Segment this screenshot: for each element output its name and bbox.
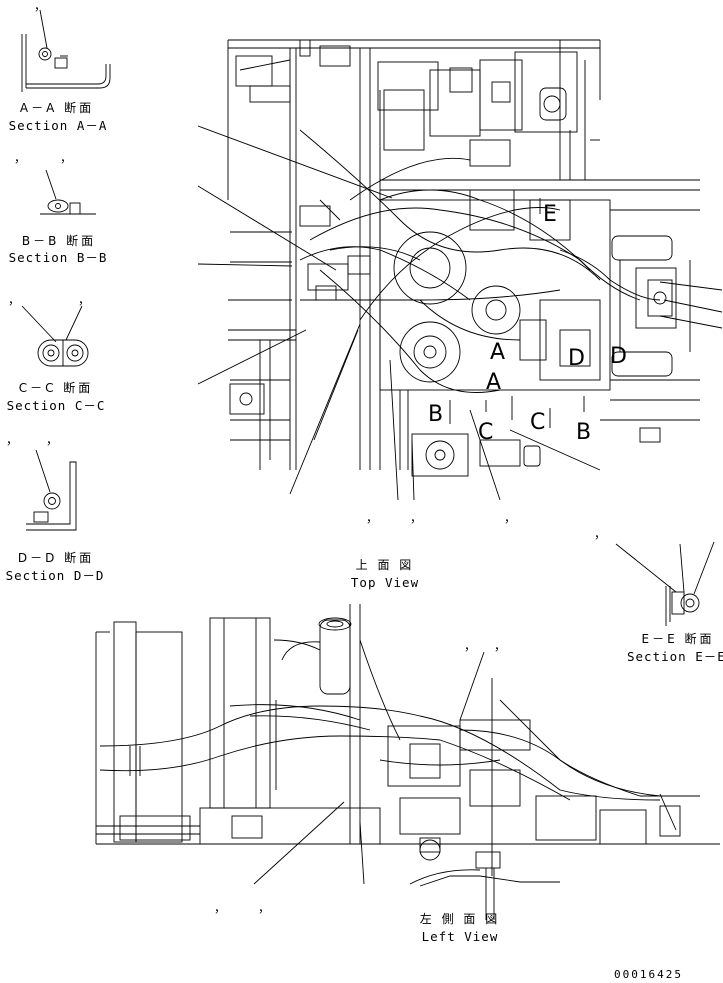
- leader-comma: ，: [366, 511, 379, 525]
- callout-letter-d-center: D: [568, 346, 585, 371]
- leader-comma: ，: [258, 901, 271, 915]
- left-view-drawing: [95, 604, 720, 920]
- section-a-a-title-jp: A－A 断面: [19, 101, 95, 115]
- section-c-c-detail: [21, 305, 89, 367]
- leader-comma: ，: [464, 639, 477, 653]
- leader-comma: ，: [6, 433, 19, 447]
- drawing-part-number: 00016425: [614, 968, 683, 981]
- section-a-a-detail: [21, 9, 111, 92]
- leader-comma: ，: [504, 511, 517, 525]
- left-view-title-en: Left View: [421, 929, 499, 944]
- section-d-d-detail: [26, 449, 77, 531]
- leader-comma: ，: [78, 293, 91, 307]
- leader-comma: ，: [46, 433, 59, 447]
- section-e-e-title-jp: E－E 断面: [641, 632, 715, 646]
- section-d-d-title-en: Section D－D: [5, 568, 105, 583]
- top-view-drawing: [197, 39, 723, 501]
- callout-letter-e: E: [543, 202, 557, 227]
- leader-comma: ，: [60, 151, 73, 165]
- section-c-c-title-jp: C－C 断面: [18, 381, 94, 395]
- leader-comma: ，: [214, 901, 227, 915]
- top-view-title-en: Top View: [350, 575, 420, 590]
- section-b-b-detail: [40, 169, 96, 215]
- leader-comma: ，: [34, 0, 47, 13]
- callout-letter-d-right: D: [610, 344, 627, 369]
- leader-comma: ，: [594, 527, 607, 541]
- callout-letter-c-left: C: [478, 420, 494, 445]
- callout-letter-b-left: B: [428, 402, 444, 427]
- section-b-b-title-jp: B－B 断面: [21, 234, 97, 248]
- section-e-e-title-en: Section E－E: [627, 649, 723, 664]
- callout-letter-c-right: C: [530, 410, 546, 435]
- callout-letter-a-upper: A: [490, 340, 506, 365]
- leader-comma: ，: [8, 293, 21, 307]
- section-b-b-title-en: Section B－B: [8, 250, 108, 265]
- section-a-a-title-en: Section A－A: [8, 118, 108, 133]
- section-d-d-title-jp: D－D 断面: [17, 551, 95, 565]
- top-view-title-jp: 上 面 図: [355, 558, 415, 572]
- leader-comma: ，: [494, 639, 507, 653]
- callout-letter-b-right: B: [576, 420, 592, 445]
- leader-comma: ，: [14, 151, 27, 165]
- left-view-title-jp: 左 側 面 図: [419, 912, 501, 926]
- leader-comma: ，: [410, 511, 423, 525]
- section-c-c-title-en: Section C－C: [6, 398, 106, 413]
- callout-letter-a-lower: A: [486, 370, 502, 395]
- section-e-e-detail: [615, 541, 715, 626]
